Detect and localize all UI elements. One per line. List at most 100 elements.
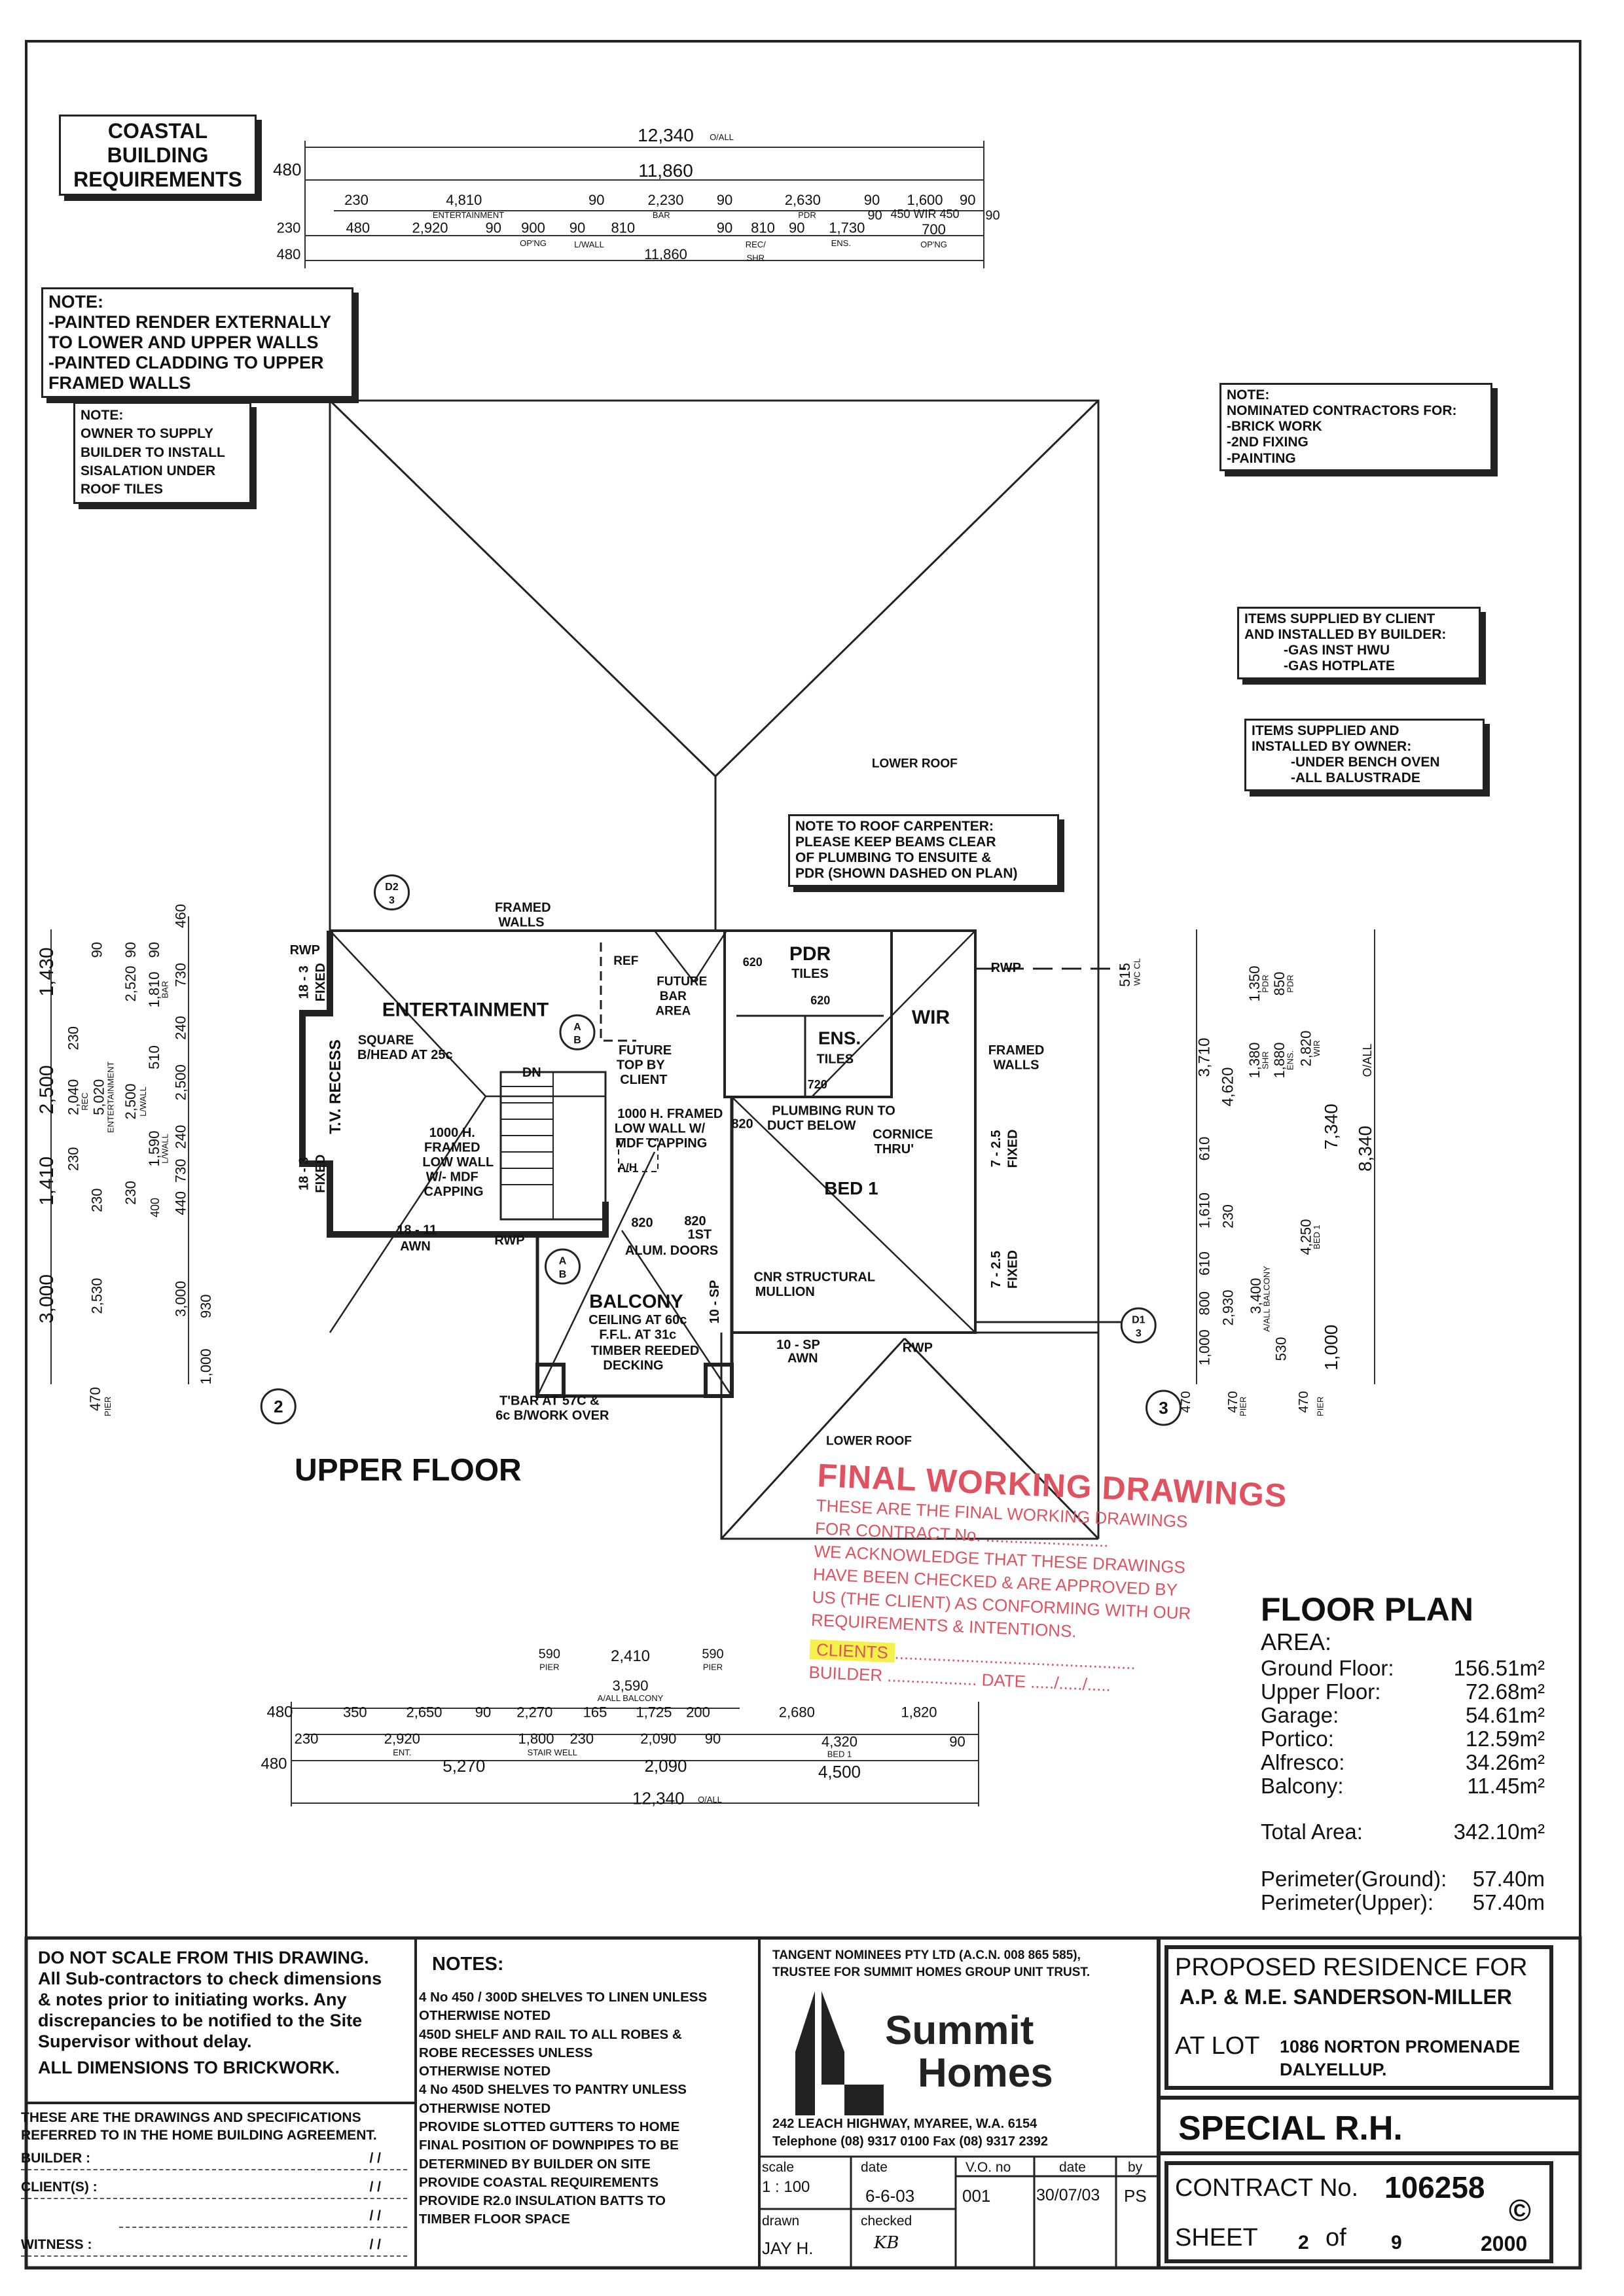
contract-number: 106258 [1384,2170,1485,2204]
witness-signature-field[interactable]: WITNESS :/ / [21,2234,407,2257]
note-item: PROVIDE SLOTTED GUTTERS TO HOME [419,2119,680,2134]
room-label: WIR [912,1007,950,1028]
note-line: -GAS INST HWU [1284,643,1390,658]
upper-floor-walls [299,929,977,1398]
note-line: NOTE TO ROOF CARPENTER: [795,819,994,834]
room-label: TILES [816,1052,854,1067]
dimension-label: 470 [87,1387,103,1411]
dimension-label: 930 [198,1294,214,1318]
section-marker-label: 3 [1159,1398,1168,1418]
dimension-label: 1,350 [1246,965,1263,1001]
client-signature-field[interactable]: CLIENT(S) : / / [21,2177,407,2199]
date-slashes: / / [369,2208,381,2223]
at-lot-label: AT LOT [1175,2032,1260,2060]
floor-plan-title: FLOOR PLAN [1261,1591,1473,1628]
disclaimer-line: & notes prior to initiating works. Any [38,1990,347,2009]
note-item: DETERMINED BY BUILDER ON SITE [419,2156,651,2172]
dimension-label: 90 [789,220,804,236]
dimension-label: 800 [1196,1291,1212,1316]
drawn-label: drawn [762,2214,800,2229]
dimension-label: PIER [1316,1397,1326,1416]
room-label: RWP [290,943,320,958]
dimension-label: 4,500 [818,1762,861,1782]
client2-signature-field[interactable]: / / [119,2206,407,2228]
dimension-label: OP'NG [520,238,547,248]
window-label: 7 - 2.5 [989,1251,1003,1288]
dimension-label: 1,000 [1321,1325,1341,1371]
note-line: ITEMS SUPPLIED AND [1252,723,1399,738]
dimension-label: O/ALL [698,1795,722,1804]
dimension-label: 730 [173,1158,189,1183]
dimension-label: 230 [65,1147,81,1171]
scale-label: scale [762,2160,795,2175]
room-label: CEILING AT 60c [588,1313,687,1327]
agreement-text: THESE ARE THE DRAWINGS AND SPECIFICATION… [21,2109,377,2144]
room-label: PDR [789,943,831,965]
dimension-label: 2,230 [647,192,683,208]
note-item: PROVIDE R2.0 INSULATION BATTS TO [419,2193,666,2209]
dimension-label: 1,000 [1196,1329,1212,1365]
section-marker-label: B [559,1269,567,1280]
dimension-label: 350 [343,1704,367,1721]
area-row-value: 72.68m² [1465,1679,1545,1704]
sheet-total: 9 [1391,2232,1402,2253]
dimension-label: O/ALL [1361,1043,1374,1077]
contract-label: CONTRACT No. [1175,2174,1359,2202]
dimension-label: PIER [703,1662,723,1672]
dimension-label: 610 [1196,1251,1212,1276]
note-line: -PAINTED RENDER EXTERNALLY [48,312,332,332]
dimension-label: 3,000 [36,1274,58,1323]
stamp-builder-label: BUILDER [808,1662,883,1685]
area-row: Portico:12.59m² [1261,1727,1545,1751]
design-name: SPECIAL R.H. [1178,2109,1403,2147]
room-label: 18 - 11 [397,1223,437,1238]
coastal-box-line: COASTAL [107,119,208,143]
dimension-label: 1,810 [146,971,162,1007]
dimension-label: REC [80,1092,90,1110]
company-line: TANGENT NOMINEES PTY LTD (A.C.N. 008 865… [772,1948,1081,1962]
date-label: date [861,2160,888,2175]
area-row-label: Ground Floor: [1261,1656,1394,1680]
dimension-label: SHR [1260,1051,1270,1069]
dimension-label: 480 [266,1704,293,1721]
dimension-label: 470 [1297,1391,1311,1412]
dimension-label: PIER [103,1397,113,1416]
dimension-label: 610 [1196,1137,1212,1161]
vo-value: 001 [962,2186,991,2206]
perimeter-ground-value: 57.40m [1472,1867,1545,1891]
dimension-label: 2,270 [516,1704,552,1721]
lot-address-line: 1086 NORTON PROMENADE [1280,2037,1521,2056]
room-label: CAPPING [424,1185,483,1199]
dimension-label: 90 [475,1704,491,1721]
sheet-number: 2 [1298,2232,1309,2253]
dimension-label: 480 [273,160,301,179]
builder-signature-field[interactable]: BUILDER :/ / [21,2148,407,2170]
note-item: 4 No 450 / 300D SHELVES TO LINEN UNLESS [419,1990,708,2005]
room-label: ENS. [818,1028,861,1048]
dimension-label: 2,090 [640,1731,676,1747]
dimension-label: 1,590 [146,1130,162,1166]
dimension-label: 2,930 [1219,1289,1236,1325]
room-label: FRAMED [988,1043,1045,1058]
dimension-label: 90 [949,1734,965,1750]
total-area-value: 342.10m² [1453,1820,1545,1844]
room-label: FRAMED [424,1141,480,1155]
note-render-box: NOTE: -PAINTED RENDER EXTERNALLY TO LOWE… [41,287,353,399]
date-slashes: / / [369,2179,381,2195]
section-marker-label: 3 [389,895,395,906]
clients-label: CLIENT(S) : [21,2179,98,2195]
dimension-label: 1,380 [1246,1042,1263,1078]
witness-label: WITNESS : [21,2237,92,2252]
dimension-label: 900 [521,220,545,236]
dimension-label: 90 [717,220,732,236]
dimension-label: 2,680 [779,1704,815,1721]
dimension-label: REC/ [746,240,766,249]
dimension-label: 230 [122,1181,139,1205]
note-line: -2ND FIXING [1227,435,1308,450]
dimension-label: 90 [146,942,162,958]
lot-address: 1086 NORTON PROMENADE DALYELLUP. [1280,2036,1520,2081]
dimension-label: 460 [173,904,189,928]
dimension-label: O/ALL [710,132,734,142]
dimension-label: PDR [1286,975,1295,992]
